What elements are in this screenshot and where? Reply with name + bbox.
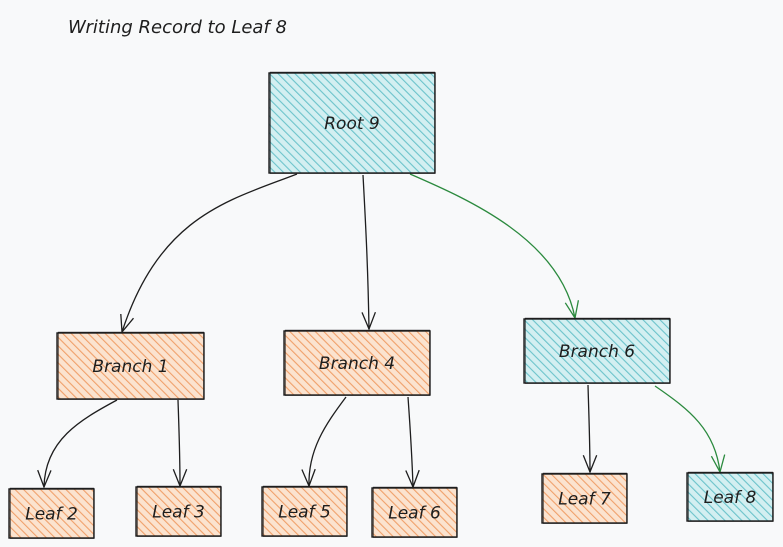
node-label: Leaf 3 bbox=[152, 503, 205, 523]
edge-line bbox=[409, 173, 576, 319]
node-box-sketch bbox=[136, 485, 222, 537]
edge-line bbox=[587, 384, 591, 473]
node-box-sketch bbox=[269, 71, 436, 174]
node-leaf3: Leaf 3 bbox=[135, 485, 222, 537]
arrowhead bbox=[564, 300, 580, 320]
edge-root-branch6 bbox=[409, 173, 580, 320]
node-box bbox=[135, 486, 222, 537]
node-label: Leaf 8 bbox=[704, 488, 757, 508]
edge-branch6-leaf7 bbox=[582, 384, 598, 474]
node-label: Branch 1 bbox=[92, 357, 168, 377]
node-label: Leaf 7 bbox=[558, 490, 611, 510]
nodes-layer: Root 9 Branch 1 Branch 4 Branch 6 Leaf 2 Leaf… bbox=[8, 71, 774, 539]
edge-line bbox=[362, 174, 370, 330]
diagram-title: Writing Record to Leaf 8 bbox=[68, 17, 287, 38]
node-leaf6: Leaf 6 bbox=[371, 486, 458, 538]
node-box-sketch bbox=[57, 331, 205, 400]
node-box bbox=[268, 72, 436, 174]
edge-branch1-leaf3 bbox=[172, 399, 188, 488]
node-root: Root 9 bbox=[268, 71, 436, 174]
node-box bbox=[371, 487, 458, 538]
edge-branch4-leaf5 bbox=[301, 396, 347, 488]
edge-root-branch1 bbox=[120, 173, 298, 334]
node-box-sketch bbox=[262, 485, 348, 537]
node-box-sketch bbox=[372, 486, 458, 538]
edge-branch4-leaf6 bbox=[405, 396, 420, 489]
node-label: Leaf 2 bbox=[25, 505, 78, 525]
node-branch4: Branch 4 bbox=[283, 329, 431, 396]
node-label: Branch 6 bbox=[559, 342, 635, 362]
edge-root-branch4 bbox=[361, 174, 377, 331]
edge-line bbox=[43, 399, 118, 488]
arrowhead bbox=[582, 455, 598, 474]
node-box bbox=[261, 486, 348, 537]
node-label: Branch 4 bbox=[319, 354, 395, 374]
edge-branch6-leaf8 bbox=[654, 385, 726, 474]
node-box-sketch bbox=[542, 472, 628, 524]
node-branch1: Branch 1 bbox=[56, 331, 205, 400]
node-branch6: Branch 6 bbox=[523, 317, 671, 384]
node-label: Leaf 5 bbox=[278, 503, 331, 523]
node-leaf2: Leaf 2 bbox=[8, 487, 95, 539]
node-box bbox=[523, 318, 671, 384]
edge-line bbox=[121, 173, 298, 333]
node-label: Root 9 bbox=[324, 114, 380, 134]
edge-line bbox=[177, 399, 181, 487]
node-leaf5: Leaf 5 bbox=[261, 485, 348, 537]
edge-branch1-leaf2 bbox=[37, 399, 118, 489]
edge-line bbox=[654, 385, 721, 473]
node-label: Leaf 6 bbox=[388, 504, 441, 524]
arrowhead bbox=[37, 469, 52, 489]
arrowhead bbox=[361, 311, 377, 331]
node-leaf8: Leaf 8 bbox=[686, 471, 774, 522]
node-box-sketch bbox=[284, 329, 431, 396]
node-leaf7: Leaf 7 bbox=[541, 472, 628, 524]
node-box bbox=[56, 332, 205, 400]
edge-line bbox=[407, 396, 414, 488]
node-box-sketch bbox=[687, 471, 774, 522]
node-box-sketch bbox=[9, 487, 95, 539]
node-box bbox=[283, 330, 431, 396]
edge-line bbox=[308, 396, 347, 487]
node-box-sketch bbox=[524, 317, 671, 384]
node-box bbox=[541, 473, 628, 524]
